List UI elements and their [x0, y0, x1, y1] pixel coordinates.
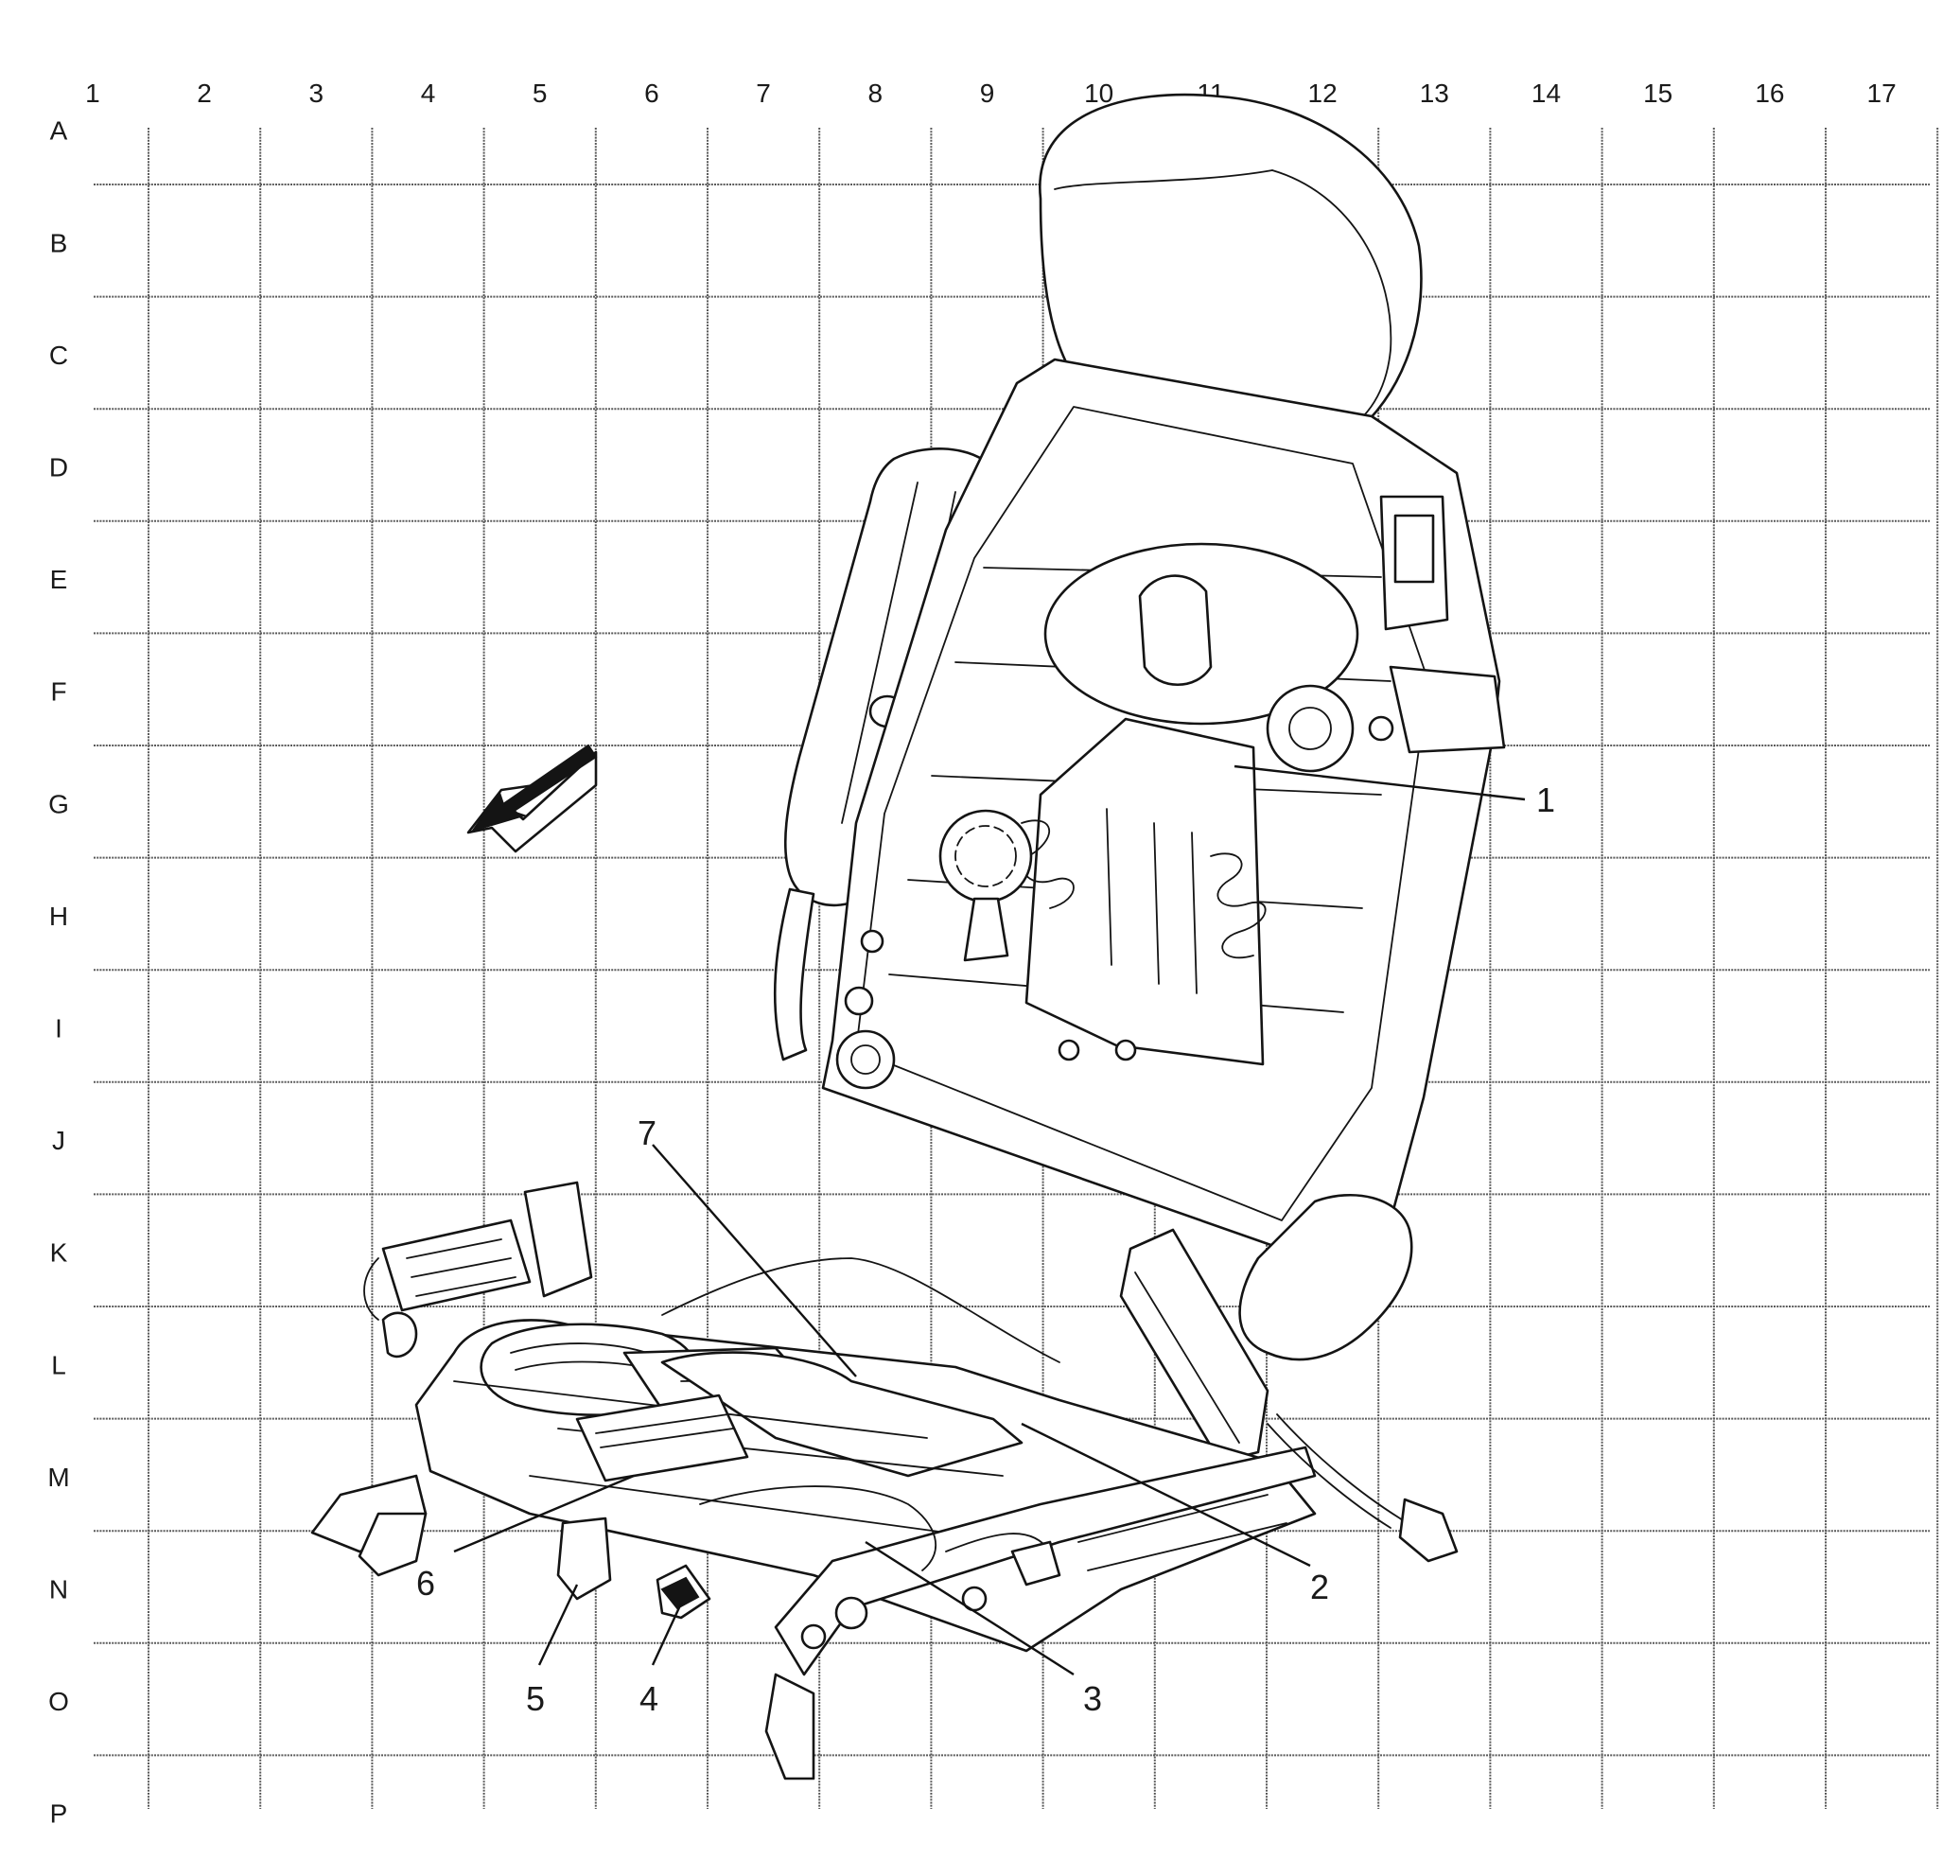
- power-seat-module-icon: [363, 1181, 749, 1482]
- grid-column-label: 14: [1531, 79, 1561, 108]
- grid-row-label: L: [51, 1350, 66, 1379]
- grid-column-label: 8: [868, 79, 884, 108]
- callout-labels: 1 2 3 4 5 6 7: [416, 780, 1555, 1718]
- grid-row-label: I: [55, 1014, 62, 1043]
- grid-row-label: O: [48, 1687, 69, 1716]
- grid-column-label: 1: [85, 79, 100, 108]
- grid-column-label: 3: [309, 79, 324, 108]
- right-bolster-icon: [1119, 1194, 1413, 1464]
- callout-1: 1: [1536, 780, 1555, 819]
- grid-column-label: 4: [421, 79, 436, 108]
- grid-column-label: 12: [1308, 79, 1338, 108]
- grid-row-label: C: [49, 341, 68, 370]
- leader-5: [537, 1584, 579, 1666]
- lumbar-panel-icon: [1021, 542, 1359, 1066]
- seat-cushion-frame-icon: [310, 1319, 1317, 1780]
- callout-leaders: [453, 764, 1526, 1676]
- grid-row-label: A: [50, 116, 68, 146]
- leader-1: [1234, 764, 1526, 801]
- grid-column-label: 15: [1643, 79, 1672, 108]
- callout-5: 5: [526, 1679, 545, 1718]
- grid-column-label: 7: [756, 79, 771, 108]
- front-direction-arrow-icon: [466, 744, 598, 853]
- callout-4: 4: [639, 1679, 658, 1718]
- callout-2: 2: [1310, 1568, 1329, 1606]
- leader-7: [652, 1144, 857, 1377]
- connectors-icon: [556, 1517, 1061, 1620]
- grid-column-label: 9: [980, 79, 995, 108]
- grid-row-label: B: [50, 228, 68, 257]
- grid-row-label: K: [50, 1238, 68, 1268]
- callout-6: 6: [416, 1564, 435, 1603]
- seat-frame-assembly-icon: [310, 93, 1506, 1780]
- grid-column-label: 13: [1420, 79, 1449, 108]
- leader-6: [453, 1474, 635, 1553]
- grid-row-label: F: [50, 677, 66, 707]
- leader-2: [1021, 1422, 1311, 1568]
- grid-row-labels: A B C D E F G H I J K L M N O P: [47, 116, 69, 1829]
- leader-3: [865, 1540, 1075, 1676]
- grid-row-label: D: [49, 453, 68, 482]
- grid-column-label: 17: [1867, 79, 1897, 108]
- grid-column-label: 2: [197, 79, 212, 108]
- wiring-harness-icon: [661, 1257, 1459, 1571]
- grid-row-label: J: [52, 1126, 65, 1155]
- grid-row-label: N: [49, 1575, 68, 1604]
- callout-7: 7: [638, 1113, 656, 1152]
- grid-row-label: P: [50, 1799, 68, 1829]
- grid-column-label: 5: [533, 79, 548, 108]
- grid-column-label: 6: [644, 79, 659, 108]
- grid-row-label: E: [50, 565, 68, 594]
- callout-3: 3: [1083, 1679, 1102, 1718]
- grid-row-label: H: [49, 902, 68, 931]
- grid-column-label: 10: [1084, 79, 1113, 108]
- grid-row-label: M: [47, 1463, 69, 1492]
- grid-column-label: 16: [1755, 79, 1784, 108]
- recliner-motor-icon: [835, 809, 1033, 1090]
- grid-row-label: G: [48, 789, 69, 818]
- leader-4: [651, 1603, 683, 1666]
